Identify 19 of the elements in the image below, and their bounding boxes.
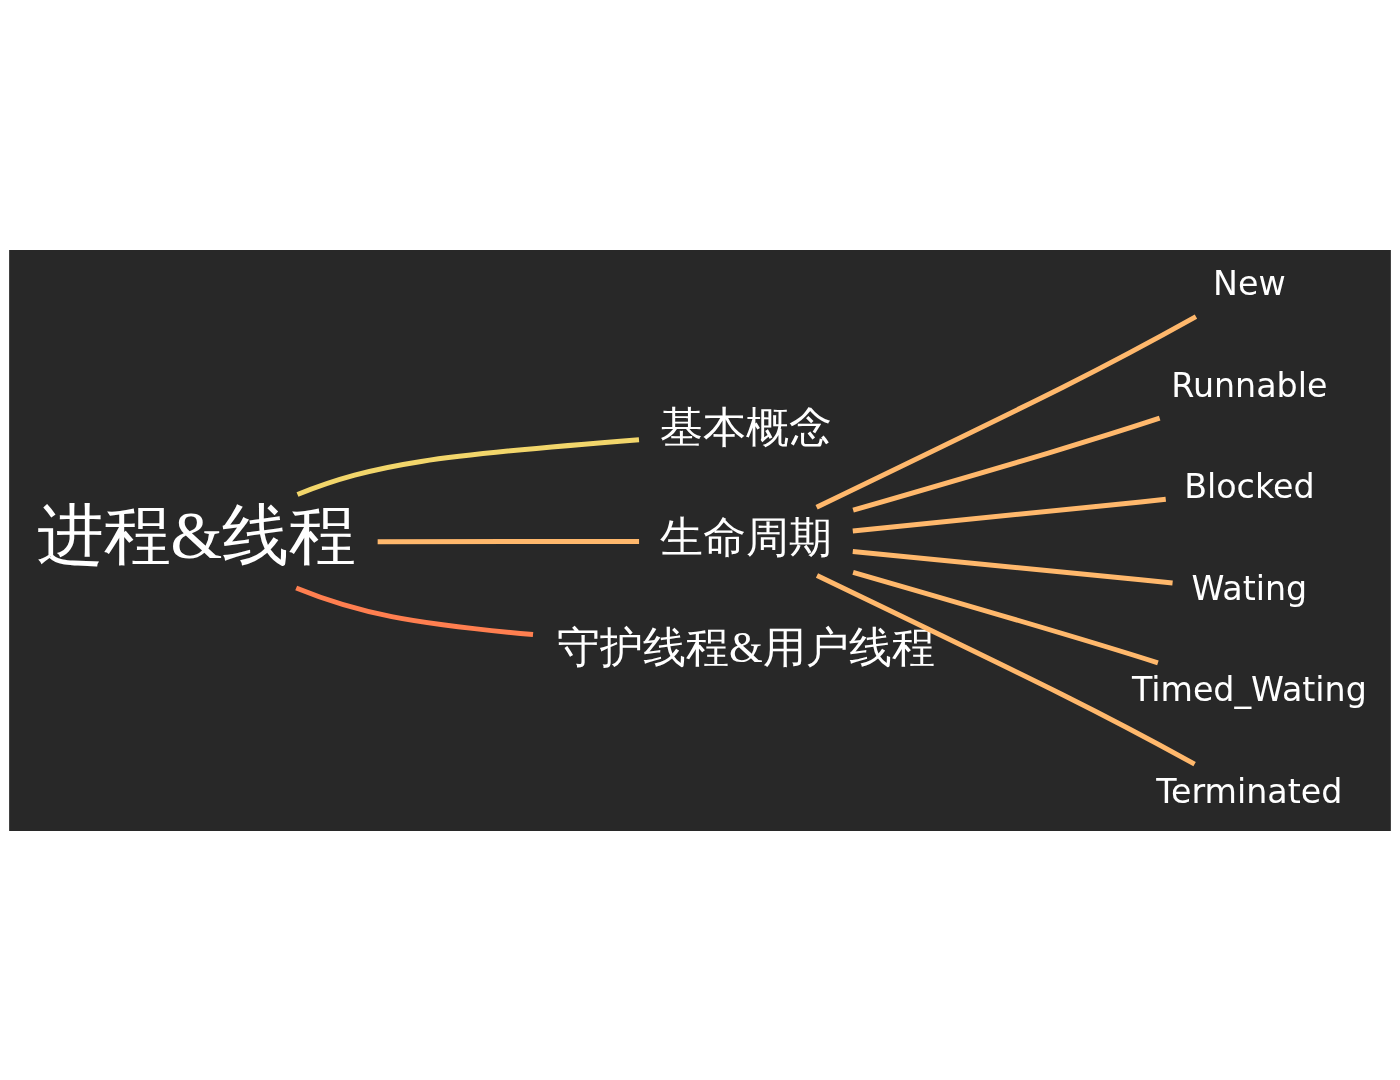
connector (852, 569, 1159, 665)
connector (295, 585, 534, 637)
node-text: 进程&线程 (36, 498, 357, 572)
connector (852, 548, 1173, 586)
connector (296, 436, 640, 497)
node-text: Timed_Wating (1131, 669, 1367, 709)
connector (815, 313, 1198, 509)
node-text: Blocked (1184, 466, 1315, 506)
node-text: New (1213, 263, 1286, 303)
node-text: Runnable (1171, 365, 1328, 404)
connector (377, 538, 640, 544)
node-text: Wating (1191, 568, 1308, 608)
connector (852, 415, 1161, 513)
node-text: 生命周期 (659, 512, 832, 561)
node-text: 守护线程&用户线程 (556, 622, 935, 671)
node-text: Terminated (1156, 771, 1343, 811)
connector (852, 496, 1167, 533)
connector (815, 572, 1196, 766)
node-text: 基本概念 (659, 402, 832, 451)
